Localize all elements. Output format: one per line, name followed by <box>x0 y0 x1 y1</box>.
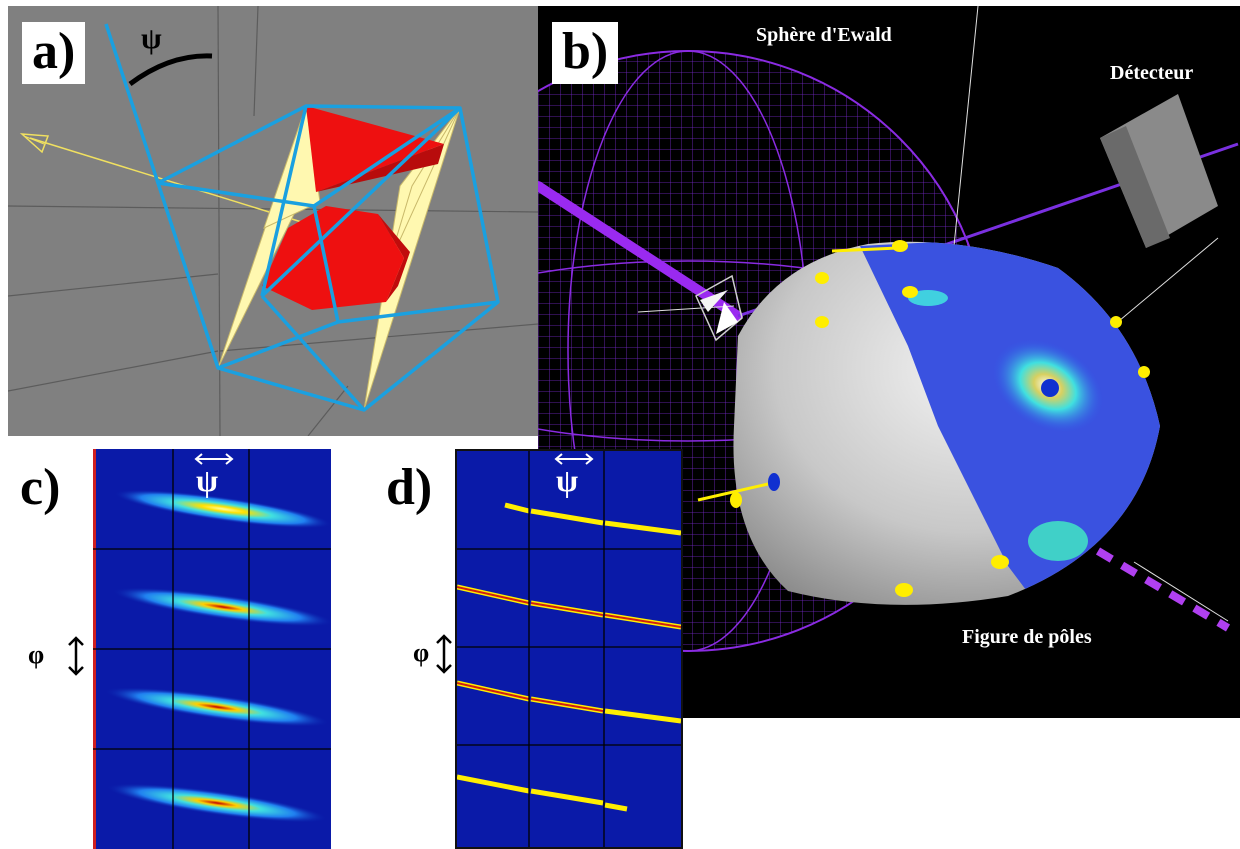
cream-faces <box>217 105 461 411</box>
pole-markers <box>730 240 1150 597</box>
measured-intensity-map <box>93 449 331 849</box>
panel-d-label: d) <box>386 459 433 516</box>
panel-a-crystal-view: a) ψ <box>8 6 538 436</box>
blue-pole-markers <box>768 379 1059 491</box>
grid-d <box>457 451 681 847</box>
panel-b-ewald-view: b) Sphère d'Ewald Détecteur Figure de pô… <box>538 6 1240 718</box>
crystal-3d-drawing <box>8 6 538 436</box>
phi-symbol-d: φ <box>413 638 430 667</box>
panel-b-label: b) <box>552 22 619 84</box>
simulated-intensity-map <box>457 451 681 847</box>
crystal-sample <box>695 274 743 342</box>
pole-figure-sphere <box>733 241 1161 605</box>
simulated-streaks <box>457 502 681 812</box>
psi-arrow-c <box>194 453 234 465</box>
ewald-3d-drawing <box>538 6 1239 652</box>
phi-arrow-d <box>436 634 452 674</box>
detector-label: Détecteur <box>1110 62 1194 84</box>
pole-figure-label: Figure de pôles <box>962 626 1092 648</box>
phi-symbol-c: φ <box>28 640 45 669</box>
pole-marker-sticks <box>697 246 899 502</box>
red-cones <box>262 106 444 310</box>
diffraction-streaks-c <box>104 489 331 823</box>
psi-arc <box>128 53 213 87</box>
panel-c-label: c) <box>20 459 61 516</box>
detector-box <box>1100 94 1218 248</box>
psi-symbol-c: ψ <box>196 462 219 498</box>
ewald-sphere-label: Sphère d'Ewald <box>756 24 892 46</box>
psi-symbol-d: ψ <box>556 462 579 498</box>
psi-angle-symbol: ψ <box>141 22 162 55</box>
psi-arrow-d <box>554 453 594 465</box>
panel-d-simulated-image <box>455 449 683 849</box>
phi-arrow-c <box>68 636 84 676</box>
grid-c <box>93 449 331 849</box>
panel-c-detector-image <box>93 449 331 849</box>
guide-lines <box>637 6 1229 622</box>
crystal-frame <box>104 23 500 412</box>
panel-a-label: a) <box>22 22 86 84</box>
beam-arrow <box>19 133 309 225</box>
